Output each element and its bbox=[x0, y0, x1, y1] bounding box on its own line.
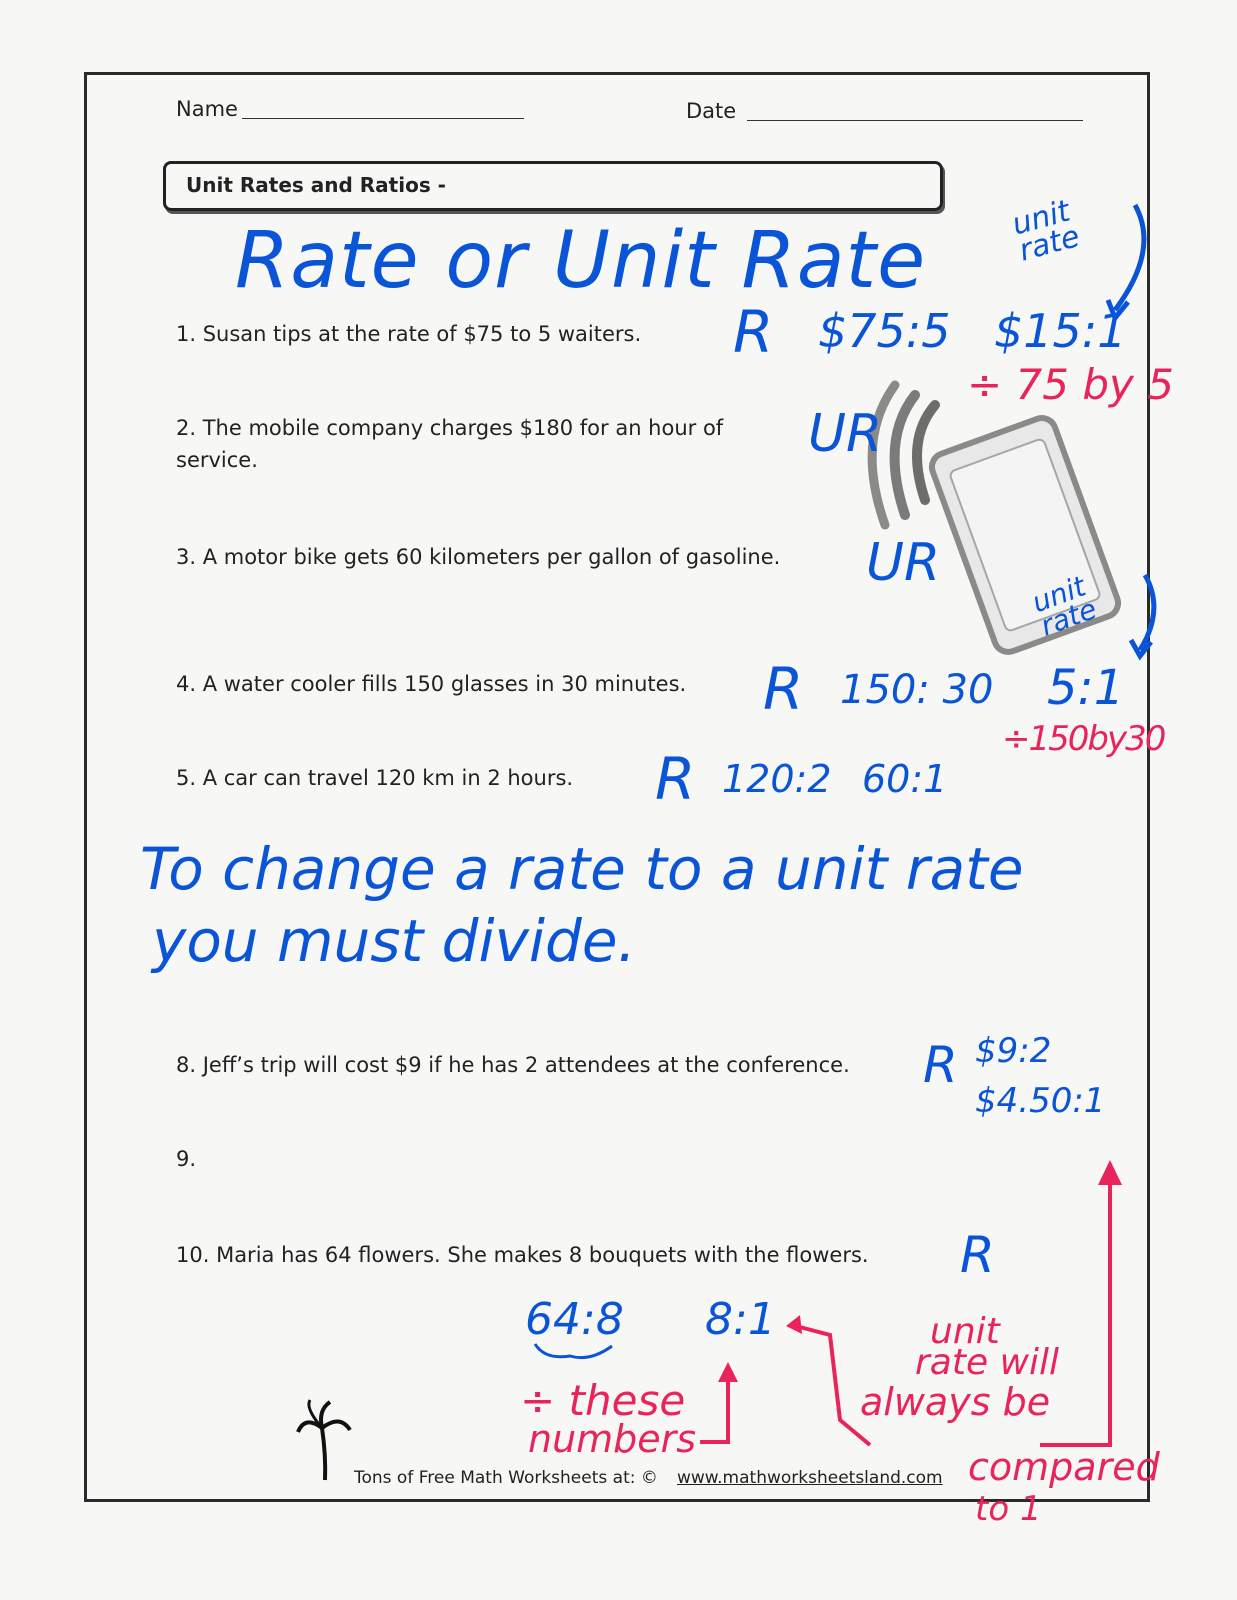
question-10: 10. Maria has 64 flowers. She makes 8 bo… bbox=[176, 1243, 869, 1267]
unit-rate-always-5: to 1 bbox=[975, 1489, 1042, 1529]
q4-unit-rate: 5:1 bbox=[1047, 660, 1125, 716]
question-9: 9. bbox=[176, 1147, 197, 1171]
q1-rate-ratio: $75:5 bbox=[818, 304, 951, 358]
date-label: Date bbox=[686, 99, 737, 123]
q5-rate-ratio: 120:2 bbox=[722, 757, 832, 801]
unit-rate-always-2: rate will bbox=[915, 1342, 1060, 1383]
question-2-line2: service. bbox=[176, 448, 258, 472]
q8-rate-ratio: $9:2 bbox=[975, 1031, 1052, 1071]
q1-unit-rate: $15:1 bbox=[994, 304, 1127, 358]
handwritten-heading: Rate or Unit Rate bbox=[235, 216, 927, 306]
name-blank-line bbox=[242, 118, 524, 119]
footer-text: Tons of Free Math Worksheets at: © bbox=[354, 1468, 658, 1488]
question-8: 8. Jeff’s trip will cost $9 if he has 2 … bbox=[176, 1053, 850, 1077]
divide-these-note-1: ÷ these bbox=[520, 1376, 686, 1425]
q2-unit-rate-mark: UR bbox=[808, 404, 883, 464]
q10-rate-ratio: 64:8 bbox=[525, 1294, 624, 1345]
question-3: 3. A motor bike gets 60 kilometers per g… bbox=[176, 545, 781, 569]
question-2-line1: 2. The mobile company charges $180 for a… bbox=[176, 416, 724, 440]
footer-link[interactable]: www.mathworksheetsland.com bbox=[677, 1468, 943, 1488]
title-box: Unit Rates and Ratios - bbox=[163, 161, 943, 211]
unit-rate-always-1: unit bbox=[930, 1311, 1000, 1352]
worksheet-title: Unit Rates and Ratios - bbox=[186, 173, 446, 197]
q1-rate-mark: R bbox=[733, 298, 774, 366]
q4-rate-ratio: 150: 30 bbox=[840, 667, 994, 713]
q4-rate-mark: R bbox=[763, 655, 804, 723]
unit-rate-always-4: compared bbox=[968, 1445, 1160, 1489]
q8-unit-rate: $4.50:1 bbox=[975, 1081, 1106, 1121]
q3-unit-rate-mark: UR bbox=[866, 533, 941, 593]
divide-these-note-2: numbers bbox=[528, 1417, 697, 1461]
unit-rate-always-3: always be bbox=[860, 1380, 1051, 1424]
rule-line-2: you must divide. bbox=[152, 907, 636, 975]
question-1: 1. Susan tips at the rate of $75 to 5 wa… bbox=[176, 322, 642, 346]
date-blank-line bbox=[747, 120, 1083, 121]
q8-rate-mark: R bbox=[923, 1036, 958, 1094]
name-label: Name bbox=[176, 97, 238, 121]
q5-rate-mark: R bbox=[655, 745, 696, 813]
q1-divide-note: ÷ 75 by 5 bbox=[967, 360, 1174, 409]
q5-unit-rate: 60:1 bbox=[862, 757, 948, 801]
q4-divide-note: ÷150by30 bbox=[1002, 719, 1166, 759]
question-5: 5. A car can travel 120 km in 2 hours. bbox=[176, 766, 574, 790]
q10-rate-mark: R bbox=[960, 1226, 995, 1284]
q10-unit-rate: 8:1 bbox=[705, 1294, 776, 1345]
question-4: 4. A water cooler fills 150 glasses in 3… bbox=[176, 672, 687, 696]
rule-line-1: To change a rate to a unit rate bbox=[140, 835, 1024, 903]
worksheet-border bbox=[84, 72, 1150, 1502]
